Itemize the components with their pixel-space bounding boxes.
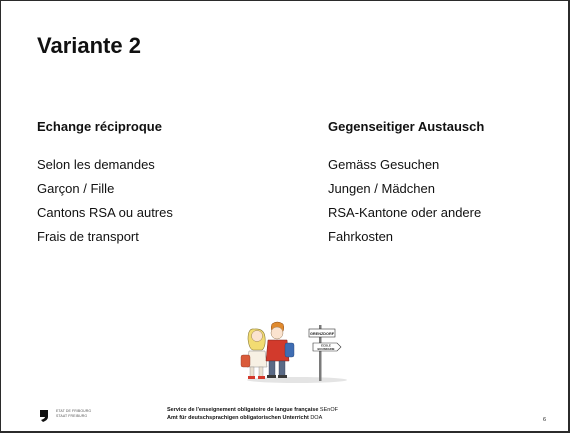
page-number: 6 bbox=[542, 417, 546, 423]
service-de-line: Amt für deutschsprachigen obligatorische… bbox=[167, 414, 338, 422]
footer-service-info: Service de l'enseignement obligatoire de… bbox=[167, 406, 338, 422]
left-column-item: Selon les demandes bbox=[37, 157, 155, 172]
right-column-heading: Gegenseitiger Austausch bbox=[328, 119, 485, 134]
slide-title: Variante 2 bbox=[37, 33, 141, 58]
service-fr-abbr: SEnOF bbox=[319, 407, 338, 413]
left-column-heading: Echange réciproque bbox=[37, 119, 162, 134]
service-fr-name: Service de l'enseignement obligatoire de… bbox=[167, 407, 319, 413]
canton-name-de: STAAT FREIBURG bbox=[56, 414, 88, 418]
service-de-name: Amt für deutschsprachigen obligatorische… bbox=[167, 415, 309, 421]
sign-mid-text-1: ECOLE bbox=[321, 344, 331, 348]
service-fr-line: Service de l'enseignement obligatoire de… bbox=[167, 406, 338, 414]
left-column: Echange réciproque Selon les demandes Ga… bbox=[37, 118, 173, 249]
right-column-item: Jungen / Mädchen bbox=[328, 181, 435, 196]
boy-figure bbox=[265, 321, 295, 378]
sign-mid-text-2: BOUNDARIE bbox=[318, 347, 335, 351]
girl-figure bbox=[240, 328, 268, 379]
canton-logo-icon bbox=[40, 410, 48, 422]
signpost: GRENZDORF ECOLE BOUNDARIE bbox=[308, 325, 342, 381]
left-column-item: Frais de transport bbox=[37, 229, 139, 244]
children-signpost-illustration: GRENZDORF ECOLE BOUNDARIE bbox=[240, 321, 347, 383]
left-column-item: Cantons RSA ou autres bbox=[37, 205, 173, 220]
right-column-item: Fahrkosten bbox=[328, 229, 394, 244]
right-column: Gegenseitiger Austausch Gemäss Gesuchen … bbox=[328, 118, 484, 249]
ground-shadow bbox=[247, 377, 347, 383]
service-de-abbr: DOA bbox=[310, 415, 323, 421]
right-column-item: Gemäss Gesuchen bbox=[328, 157, 440, 172]
canton-name: ETAT DE FRIBOURG STAAT FREIBURG bbox=[56, 409, 91, 419]
left-column-item: Garçon / Fille bbox=[37, 181, 115, 196]
sign-top-text: GRENZDORF bbox=[310, 332, 335, 336]
right-column-item: RSA-Kantone oder andere bbox=[328, 205, 482, 220]
canton-name-fr: ETAT DE FRIBOURG bbox=[56, 409, 92, 413]
